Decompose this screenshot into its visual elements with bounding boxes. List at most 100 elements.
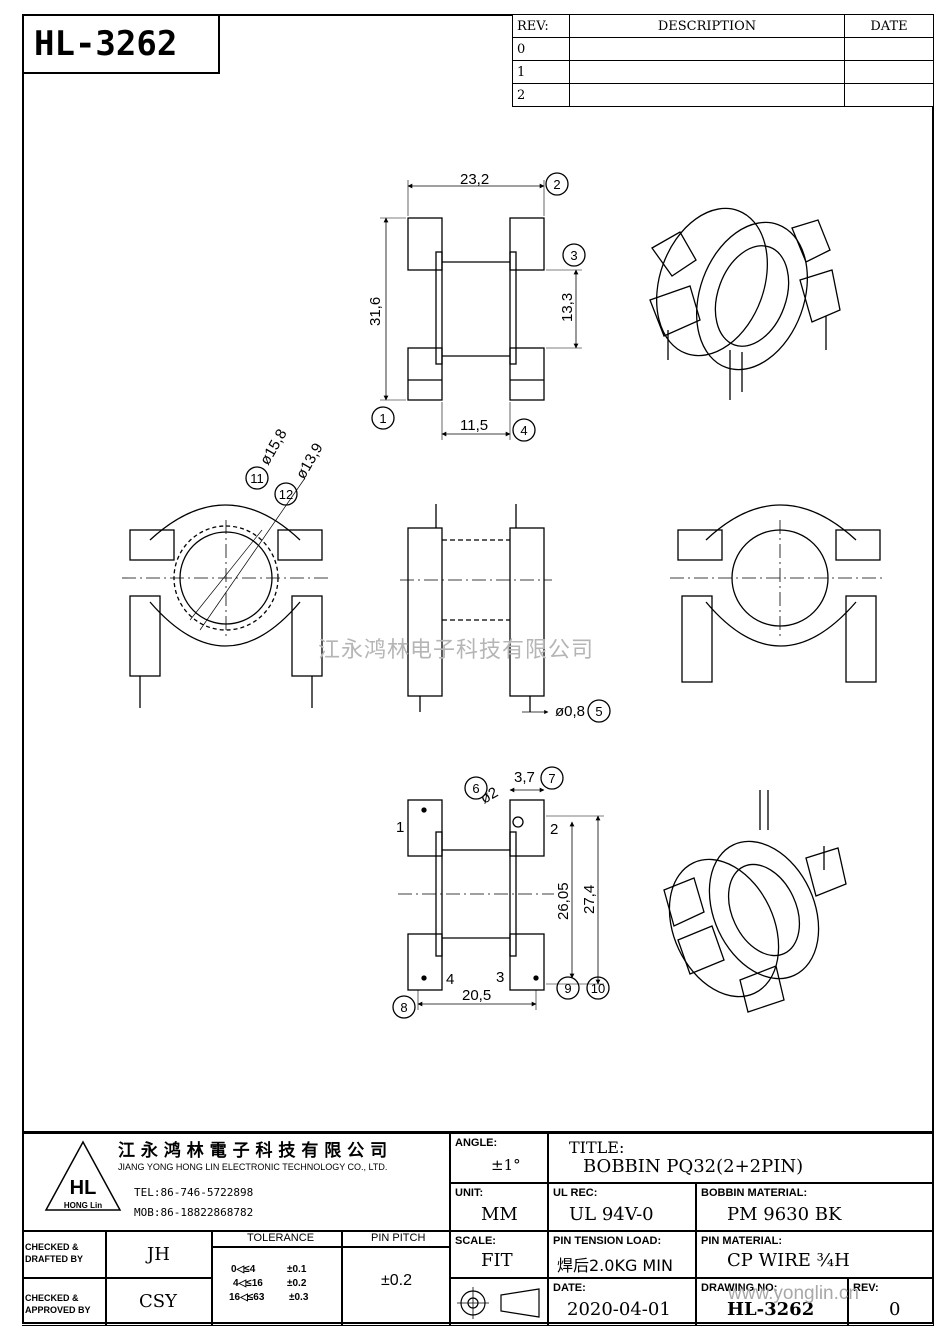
- unit-value: MM: [481, 1204, 518, 1225]
- tolerance-label: TOLERANCE: [247, 1232, 315, 1244]
- bottom-view: [398, 799, 554, 991]
- callout-1: 1: [379, 411, 386, 426]
- rev-cell: REV: 0: [848, 1278, 934, 1326]
- dim-top-inner: 13,3: [559, 293, 576, 322]
- dim-top-pin-span: 11,5: [460, 417, 488, 434]
- pin-material-label: PIN MATERIAL:: [701, 1235, 783, 1247]
- dim-top-width: 23,2: [460, 171, 489, 188]
- checked-label-2: CHECKED &: [25, 1293, 79, 1303]
- bobbin-material-value: PM 9630 BK: [727, 1204, 842, 1225]
- approved-value-cell: CSY: [106, 1278, 212, 1326]
- date-cell: DATE: 2020-04-01: [548, 1278, 696, 1326]
- date-label: DATE:: [553, 1282, 586, 1294]
- rev-number: 2: [512, 83, 570, 107]
- tol-range-3: 16◁≤63: [229, 1292, 265, 1303]
- tol-value-1: ±0.1: [287, 1264, 307, 1275]
- rev-value: 0: [889, 1299, 901, 1320]
- front-view: [407, 217, 545, 401]
- company-mob: MOB:86-18822868782: [134, 1206, 254, 1219]
- callout-9: 9: [564, 981, 571, 996]
- unit-label: UNIT:: [455, 1187, 484, 1199]
- pitch-value: ±0.2: [381, 1272, 413, 1289]
- angle-label: ANGLE:: [455, 1137, 498, 1149]
- dim-top-height: 31,6: [367, 297, 384, 326]
- pitch-header-cell: PIN PITCH: [342, 1231, 450, 1247]
- dim-row-span-b: 27,4: [581, 885, 598, 914]
- callout-12: 12: [279, 487, 293, 502]
- tolerance-header-cell: TOLERANCE: [212, 1231, 342, 1247]
- tol-range-2: 4◁≤16: [233, 1278, 263, 1289]
- revision-row: 1: [512, 60, 934, 84]
- pin-label-1: 1: [396, 819, 404, 836]
- tension-value: 焊后2.0KG MIN: [557, 1256, 673, 1275]
- callout-7: 7: [548, 771, 555, 786]
- dim-slot: 3,7: [514, 769, 535, 786]
- technical-drawing: 23,2 31,6 13,3 11,5 ø15,8 ø13,9 ø0,8 ø2 …: [122, 171, 886, 1019]
- company-name-cn: 江 永 鸿 林 電 子 科 技 有 限 公 司: [118, 1141, 388, 1161]
- scale-label: SCALE:: [455, 1235, 496, 1247]
- title-value: BOBBIN PQ32(2+2PIN): [583, 1156, 804, 1177]
- dim-outer-dia: ø15,8: [257, 426, 291, 468]
- logo-sub: HONG Lin: [64, 1201, 102, 1210]
- title-cell: TITLE: BOBBIN PQ32(2+2PIN): [548, 1133, 934, 1183]
- watermark: 江永鸿林电子科技有限公司: [318, 638, 595, 663]
- pitch-label: PIN PITCH: [371, 1232, 426, 1244]
- isometric-view-bottom: [663, 790, 847, 1013]
- callout-4: 4: [520, 423, 527, 438]
- callout-10: 10: [591, 981, 605, 996]
- pin-material-value: CP WIRE ¾H: [727, 1250, 850, 1271]
- tol-value-3: ±0.3: [289, 1292, 309, 1303]
- callout-8: 8: [400, 1000, 407, 1015]
- callout-2: 2: [553, 177, 560, 192]
- pitch-value-cell: ±0.2: [342, 1247, 450, 1326]
- dim-pin-row-width: 20,5: [462, 987, 491, 1004]
- drafted-label-cell: CHECKED & DRAFTED BY: [22, 1231, 106, 1278]
- part-number: HL-3262: [34, 24, 178, 64]
- drafted-value-cell: JH: [106, 1231, 212, 1278]
- rev-number: 1: [512, 60, 570, 84]
- unit-cell: UNIT: MM: [450, 1183, 548, 1231]
- company-tel: TEL:86-746-5722898: [134, 1186, 254, 1199]
- drawing-number-label: DRAWING NO:: [701, 1282, 778, 1294]
- pin-label-3: 3: [496, 969, 504, 986]
- title-label: TITLE:: [569, 1138, 625, 1157]
- tol-range-1: 0◁≤4: [231, 1264, 256, 1275]
- tolerance-values-cell: 0◁≤4 ±0.1 4◁≤16 ±0.2 16◁≤63 ±0.3: [212, 1247, 342, 1326]
- company-logo: HL HONG Lin: [44, 1140, 122, 1211]
- tension-cell: PIN TENSION LOAD: 焊后2.0KG MIN: [548, 1231, 696, 1278]
- pin-material-cell: PIN MATERIAL: CP WIRE ¾H: [696, 1231, 934, 1278]
- ul-value: UL 94V-0: [569, 1204, 654, 1225]
- angle-value: ±1°: [491, 1156, 521, 1174]
- drawing-number-cell: DRAWING NO: HL-3262: [696, 1278, 848, 1326]
- company-name-en: JIANG YONG HONG LIN ELECTRONIC TECHNOLOG…: [118, 1162, 388, 1172]
- side-view: [400, 504, 552, 715]
- end-view-left: [122, 477, 330, 708]
- drawing-frame: [22, 14, 934, 1324]
- part-number-box: HL-3262: [22, 14, 220, 74]
- dim-pin-dia: ø0,8: [555, 703, 585, 720]
- callout-6: 6: [472, 781, 479, 796]
- rev-label: REV:: [853, 1282, 879, 1294]
- revision-row: 2: [512, 83, 934, 107]
- revision-table: REV: DESCRIPTION DATE 0 1 2: [512, 14, 934, 107]
- drafted-label: DRAFTED BY: [25, 1254, 83, 1264]
- logo-text: HL: [70, 1177, 97, 1199]
- title-block: HL HONG Lin 江 永 鸿 林 電 子 科 技 有 限 公 司 JIAN…: [22, 1131, 934, 1326]
- website-watermark: www.yonglin.cn: [728, 1283, 859, 1304]
- drafted-value: JH: [147, 1244, 170, 1265]
- projection-cell: [450, 1278, 548, 1326]
- approved-label-cell: CHECKED & APPROVED BY: [22, 1278, 106, 1326]
- pin-label-4: 4: [446, 971, 454, 988]
- bobbin-material-cell: BOBBIN MATERIAL: PM 9630 BK: [696, 1183, 934, 1231]
- description-header: DESCRIPTION: [569, 14, 845, 38]
- revision-row: 0: [512, 37, 934, 61]
- checked-label-1: CHECKED &: [25, 1242, 79, 1252]
- approved-label: APPROVED BY: [25, 1305, 91, 1315]
- projection-symbol-icon: [457, 1287, 540, 1319]
- scale-cell: SCALE: FIT: [450, 1231, 548, 1278]
- dim-row-span-a: 26,05: [555, 882, 572, 920]
- dim-hole-dia: ø2: [478, 784, 502, 807]
- callout-11: 11: [250, 471, 264, 486]
- bobbin-material-label: BOBBIN MATERIAL:: [701, 1187, 808, 1199]
- tol-value-2: ±0.2: [287, 1278, 307, 1289]
